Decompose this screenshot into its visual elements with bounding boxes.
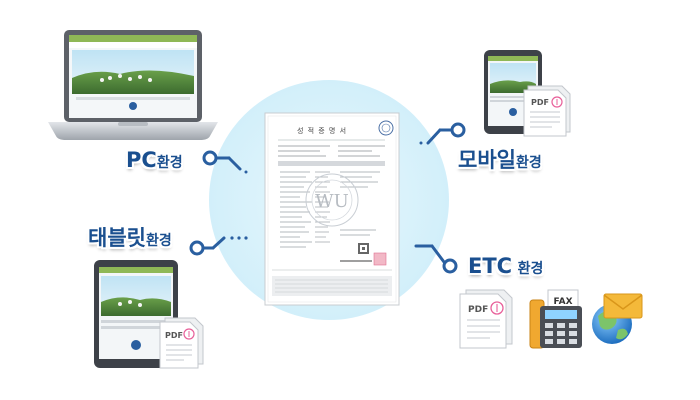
transcript-document: 성 적 증 명 서 [264,112,400,306]
connector-mobile [419,122,466,145]
laptop-icon [48,30,218,140]
watermark-text: WU [315,191,349,212]
fax-machine-icon: FAX [529,289,582,349]
label-pc-suffix: 환경 [156,155,183,171]
document-title: 성 적 증 명 서 [297,126,347,135]
label-mobile-main: 모바일 [458,148,516,172]
pdf-document-icon: PDF [159,317,204,369]
connector-tablet [189,236,248,256]
official-stamp-icon [373,252,387,266]
pdf-badge-tablet: PDF [165,331,183,340]
watermark-seal-icon [305,173,359,227]
smartphone-icon [484,50,542,134]
tablet-icon [94,260,178,368]
email-globe-icon [592,293,643,344]
pdf-badge-etc: PDF [468,305,488,315]
connector-pc [202,150,248,174]
label-etc-suffix: 환경 [517,261,544,277]
pdf-document-icon: PDF [459,289,513,349]
label-mobile-environment: 모바일환경 [458,150,542,171]
label-etc-environment: ETC 환경 [468,256,543,277]
connector-etc [414,244,458,274]
university-seal-icon [378,120,394,136]
label-pc-environment: PC환경 [126,150,183,171]
label-mobile-suffix: 환경 [515,155,542,171]
label-tablet-environment: 태블릿환경 [88,228,172,249]
pdf-badge-mobile: PDF [531,98,549,107]
label-pc-main: PC [126,148,157,172]
fax-badge: FAX [553,297,572,307]
label-tablet-suffix: 환경 [145,233,172,249]
pdf-document-icon: PDF [523,85,571,137]
label-tablet-main: 태블릿 [88,226,146,250]
label-etc-main: ETC [468,254,513,278]
